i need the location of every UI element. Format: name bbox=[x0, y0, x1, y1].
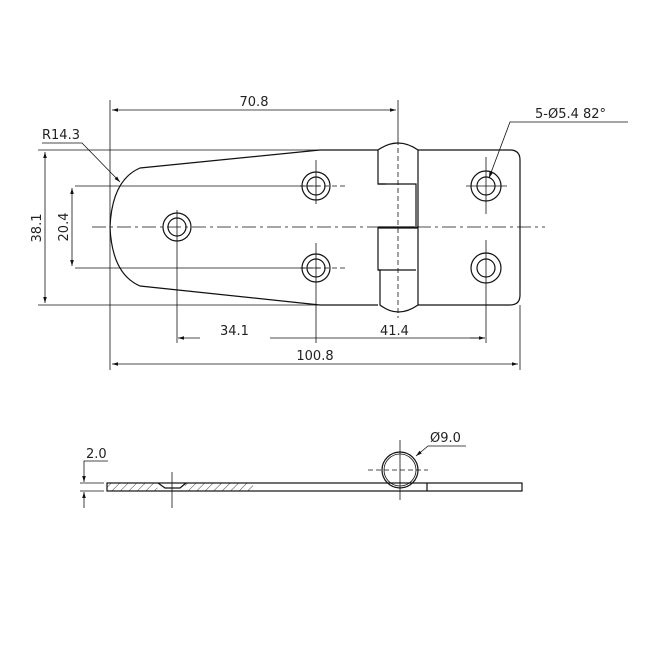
dim-width: 38.1 bbox=[30, 214, 45, 243]
countersunk-hole bbox=[470, 240, 502, 343]
dim-hole-spacing-left: 34.1 bbox=[220, 324, 249, 339]
dim-holes: 5-Ø5.4 82° bbox=[535, 107, 606, 122]
countersunk-hole bbox=[301, 243, 331, 343]
side-view: Ø9.0 2.0 bbox=[80, 431, 523, 508]
top-view: 70.8 100.8 34.1 41.4 38.1 20.4 R14.3 5-Ø… bbox=[30, 95, 628, 370]
dim-thickness: 2.0 bbox=[86, 447, 107, 462]
countersunk-hole bbox=[466, 157, 507, 214]
dim-overall-length: 100.8 bbox=[296, 349, 333, 364]
dim-radius: R14.3 bbox=[42, 128, 80, 143]
dim-hinge-offset: 70.8 bbox=[240, 95, 269, 110]
dim-hole-row-spacing: 20.4 bbox=[57, 213, 72, 242]
dim-knuckle-diameter: Ø9.0 bbox=[430, 431, 461, 446]
dim-hole-spacing-right: 41.4 bbox=[380, 324, 409, 339]
countersunk-hole bbox=[162, 210, 192, 343]
countersunk-hole bbox=[301, 160, 331, 204]
hinge-knuckle bbox=[377, 140, 419, 318]
